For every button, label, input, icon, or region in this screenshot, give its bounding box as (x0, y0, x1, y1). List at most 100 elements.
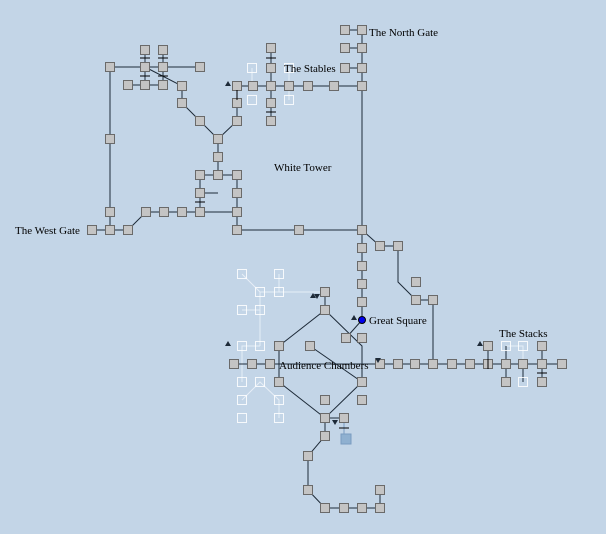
map-room[interactable] (140, 62, 150, 72)
map-room[interactable] (232, 170, 242, 180)
map-room[interactable] (339, 413, 349, 423)
other-level-room[interactable] (340, 433, 352, 445)
map-room[interactable] (320, 431, 330, 441)
map-room[interactable] (428, 295, 438, 305)
map-room[interactable] (195, 116, 205, 126)
map-room[interactable] (105, 134, 115, 144)
map-room[interactable] (340, 25, 350, 35)
map-room[interactable] (411, 295, 421, 305)
map-room[interactable] (195, 207, 205, 217)
map-room[interactable] (375, 503, 385, 513)
map-room[interactable] (428, 359, 438, 369)
map-room[interactable] (213, 134, 223, 144)
map-room[interactable] (232, 207, 242, 217)
map-room[interactable] (195, 62, 205, 72)
map-room[interactable] (340, 43, 350, 53)
map-room[interactable] (195, 188, 205, 198)
map-room[interactable] (266, 81, 276, 91)
map-room[interactable] (320, 395, 330, 405)
map-room[interactable] (320, 287, 330, 297)
map-room[interactable] (294, 225, 304, 235)
map-room[interactable] (105, 207, 115, 217)
map-room[interactable] (266, 43, 276, 53)
map-room[interactable] (465, 359, 475, 369)
map-room[interactable] (357, 297, 367, 307)
map-room[interactable] (232, 116, 242, 126)
map-room[interactable] (340, 63, 350, 73)
map-room[interactable] (159, 207, 169, 217)
map-room[interactable] (357, 333, 367, 343)
map-room[interactable] (357, 503, 367, 513)
map-room[interactable] (140, 45, 150, 55)
map-room[interactable] (105, 225, 115, 235)
map-room[interactable] (537, 377, 547, 387)
map-room[interactable] (232, 225, 242, 235)
map-room[interactable] (410, 359, 420, 369)
map-room[interactable] (357, 81, 367, 91)
map-room[interactable] (158, 62, 168, 72)
map-room[interactable] (320, 305, 330, 315)
map-room[interactable] (213, 170, 223, 180)
map-room[interactable] (375, 485, 385, 495)
map-room[interactable] (411, 277, 421, 287)
map-room[interactable] (274, 341, 284, 351)
map-room[interactable] (537, 359, 547, 369)
map-room[interactable] (303, 451, 313, 461)
map-room[interactable] (105, 62, 115, 72)
map-room[interactable] (357, 25, 367, 35)
map-room[interactable] (177, 98, 187, 108)
map-room[interactable] (158, 45, 168, 55)
map-room[interactable] (357, 63, 367, 73)
map-room[interactable] (274, 377, 284, 387)
map-room[interactable] (141, 207, 151, 217)
map-room[interactable] (303, 81, 313, 91)
exit-line (144, 66, 238, 140)
map-room[interactable] (303, 485, 313, 495)
map-room[interactable] (501, 359, 511, 369)
map-room[interactable] (87, 225, 97, 235)
map-room[interactable] (393, 241, 403, 251)
map-room[interactable] (357, 395, 367, 405)
map-room[interactable] (305, 341, 315, 351)
map-room[interactable] (248, 81, 258, 91)
map-room[interactable] (393, 359, 403, 369)
map-room[interactable] (284, 81, 294, 91)
map-room[interactable] (123, 80, 133, 90)
map-room[interactable] (266, 98, 276, 108)
map-room[interactable] (320, 413, 330, 423)
map-room[interactable] (341, 333, 351, 343)
map-room[interactable] (357, 377, 367, 387)
ghost-room (518, 341, 528, 351)
map-room[interactable] (320, 503, 330, 513)
map-room[interactable] (357, 261, 367, 271)
map-room[interactable] (357, 225, 367, 235)
map-room[interactable] (123, 225, 133, 235)
map-room[interactable] (339, 503, 349, 513)
map-room[interactable] (357, 279, 367, 289)
map-room[interactable] (158, 80, 168, 90)
map-room[interactable] (537, 341, 547, 351)
map-room[interactable] (140, 80, 150, 90)
map-room[interactable] (177, 81, 187, 91)
map-room[interactable] (247, 359, 257, 369)
map-room[interactable] (213, 152, 223, 162)
map-room[interactable] (266, 63, 276, 73)
map-room[interactable] (375, 241, 385, 251)
map-room[interactable] (329, 81, 339, 91)
map-room[interactable] (229, 359, 239, 369)
map-room[interactable] (483, 341, 493, 351)
map-room[interactable] (501, 377, 511, 387)
map-room[interactable] (447, 359, 457, 369)
map-room[interactable] (265, 359, 275, 369)
map-room[interactable] (195, 170, 205, 180)
map-room[interactable] (357, 43, 367, 53)
map-room[interactable] (266, 116, 276, 126)
map-room[interactable] (232, 188, 242, 198)
map-room[interactable] (518, 359, 528, 369)
map-room[interactable] (357, 243, 367, 253)
map-room[interactable] (177, 207, 187, 217)
map-room[interactable] (232, 81, 242, 91)
map-room[interactable] (557, 359, 567, 369)
